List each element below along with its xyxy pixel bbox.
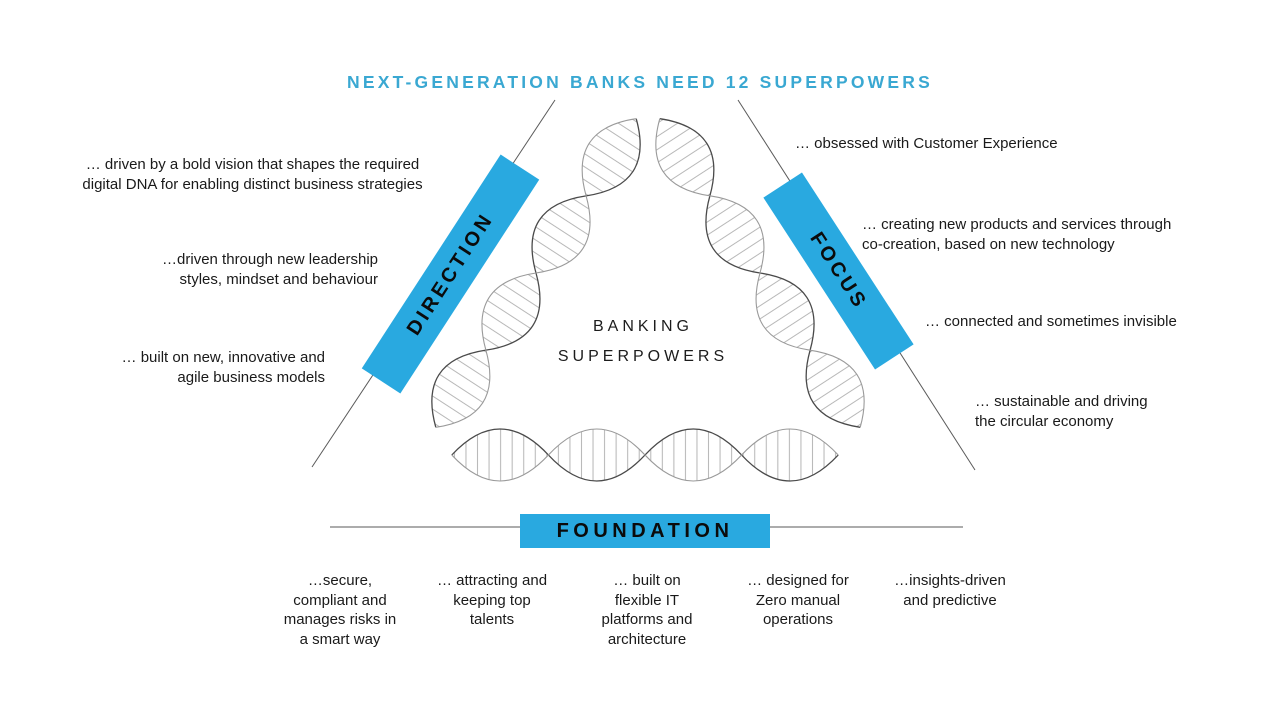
foundation-item: …insights-driven and predictive	[894, 572, 1006, 609]
foundation-item: …secure, compliant and manages risks in …	[283, 572, 397, 648]
focus-item: … connected and sometimes invisible	[925, 313, 1177, 330]
focus-item: … obsessed with Customer Experience	[795, 135, 1058, 152]
dna-helix-bottom	[451, 428, 839, 482]
foundation-banner-label: FOUNDATION	[556, 519, 734, 542]
direction-item: … built on new, innovative and agile bus…	[121, 349, 325, 386]
foundation-item: … attracting and keeping top talents	[436, 572, 548, 628]
foundation-banner: FOUNDATION	[520, 514, 770, 548]
foundation-item: … designed for Zero manual operations	[747, 572, 849, 628]
focus-item: … creating new products and services thr…	[862, 216, 1172, 253]
center-label: BANKING SUPERPOWERS	[557, 318, 729, 365]
focus-item: … sustainable and driving the circular e…	[975, 393, 1148, 430]
page-title: NEXT-GENERATION BANKS NEED 12 SUPERPOWER…	[347, 72, 933, 92]
foundation-item: … built on flexible IT platforms and arc…	[601, 572, 693, 648]
direction-item: …driven through new leadership styles, m…	[162, 251, 378, 288]
direction-item: … driven by a bold vision that shapes th…	[82, 156, 423, 193]
